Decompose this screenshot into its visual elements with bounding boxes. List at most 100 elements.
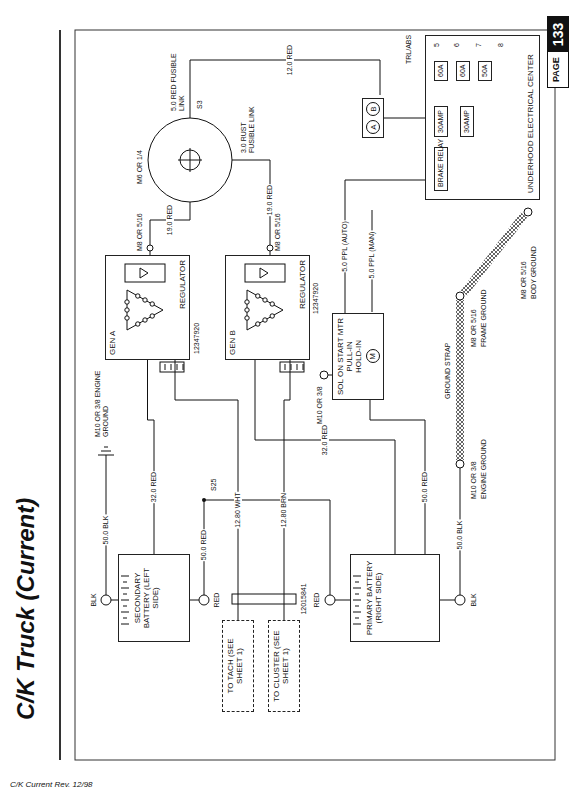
generator-winding [245, 316, 249, 320]
wire-label: 50.0 BLK [102, 515, 110, 546]
junction-stud [178, 148, 202, 172]
splice-dot [202, 498, 206, 502]
splice-dot [202, 498, 206, 502]
generator-winding [270, 314, 274, 318]
battery-plates [353, 576, 361, 577]
wire-label: C/K Current Rev. 12/98 [10, 780, 93, 789]
box-text: M [366, 349, 380, 363]
reference-box: TO TACH (SEE SHEET 1) [222, 620, 254, 712]
generator-winding [150, 314, 154, 318]
ring-terminal [267, 245, 273, 251]
box-text: 30AMP [463, 110, 471, 133]
wire-label: M8 OR 5/16 [520, 260, 528, 300]
wire-label: 5.0 RED FUSIBLE LINK [170, 40, 186, 112]
junction-stud [148, 118, 232, 202]
battery-plates [121, 612, 129, 613]
generator-box: GEN AREGULATOR [105, 255, 190, 360]
box-text: 30AMP [437, 110, 445, 133]
battery-box: SECONDARY BATTERY (LEFT SIDE) [118, 554, 190, 642]
battery-box: PRIMARY BATTERY (RIGHT SIDE) [350, 554, 440, 642]
generator-winding [143, 318, 147, 322]
wire-label: 32.0 RED [321, 424, 329, 456]
battery-plates [123, 594, 127, 595]
junction-stud [148, 118, 232, 202]
wire-label: S3 [196, 99, 204, 110]
wire-label: BLK [470, 592, 478, 607]
wire [232, 160, 270, 255]
battery-terminal [325, 595, 335, 605]
wire-label: 5 [433, 42, 441, 48]
wire-label: 12015841 [300, 582, 308, 615]
box-text: 60A [459, 65, 467, 77]
wire-label: ENGINE GROUND [480, 438, 488, 500]
fuse-box: 30AMP [460, 106, 474, 137]
ring-terminal [456, 460, 464, 468]
box-text: 50A [481, 65, 489, 77]
battery-terminal [101, 595, 111, 605]
wire-label: 7 [475, 42, 483, 48]
wire [204, 500, 330, 595]
generator-winding [125, 290, 283, 330]
box-text: TO CLUSTER (SEE SHEET 1) [272, 625, 290, 707]
generator-winding [136, 294, 140, 298]
battery-plates [353, 588, 361, 589]
connector-symbol [280, 362, 304, 372]
battery-plates [121, 576, 129, 577]
box-text: 133 [548, 17, 568, 52]
regulator-symbol [140, 268, 148, 278]
wire-label: BLK [90, 592, 98, 607]
generator-winding [127, 290, 163, 330]
fuse-box: 60A [434, 61, 448, 81]
wire-connector [384, 118, 425, 119]
box-text: HOLD-IN [354, 318, 363, 395]
relay-box: BRAKE RELAY [434, 147, 448, 191]
battery-plates [121, 600, 129, 601]
wire-label: RED [313, 592, 321, 609]
generator-winding [245, 300, 249, 304]
wire-label: M10 OR 3/8 [470, 460, 478, 500]
wire-label: M6 OR 1/4 [136, 149, 144, 185]
box-text: BRAKE RELAY [437, 151, 445, 187]
wire [440, 600, 455, 601]
ground-strap [464, 215, 524, 293]
wire-label: 50.0 RED [421, 471, 429, 503]
box-text: SOL ON START MTR [336, 318, 345, 395]
battery-plates [121, 588, 129, 589]
fuse-box: 60A [456, 61, 470, 81]
battery-plates [353, 612, 361, 613]
generator-winding [125, 308, 129, 312]
ground-symbol [98, 447, 114, 455]
battery-plates [123, 618, 127, 619]
wire [111, 600, 118, 601]
regulator-symbol [245, 264, 285, 282]
generator-winding [150, 302, 154, 306]
wire-label: 50.0 BLK [456, 520, 464, 551]
generator-winding [143, 298, 147, 302]
wire-label: 6 [453, 42, 461, 48]
box-text: UNDERHOOD ELECTRICAL CENTER [526, 54, 535, 193]
fuse-block: AB [362, 98, 384, 138]
box-text: PAGE [548, 52, 568, 87]
wire-label: FRAME GROUND [480, 288, 488, 348]
ring-terminal [456, 292, 464, 300]
wire-label: 12.80 WHT [234, 491, 242, 528]
ground-symbol [98, 447, 114, 455]
box-text: PRIMARY BATTERY (RIGHT SIDE) [365, 559, 383, 637]
ring-terminal [524, 208, 532, 216]
ground-strap [456, 300, 464, 460]
wire-label: TRL/ABS [405, 34, 413, 65]
wire-label: 5.0 PPL (MAN) [368, 231, 376, 280]
wire-label: 3.0 RUST FUSIBLE LINK [240, 92, 256, 154]
battery-plates [121, 624, 129, 625]
wire-label: 32.0 RED [150, 471, 158, 503]
ring-terminal [320, 371, 328, 379]
wire [335, 600, 350, 601]
fuse-box: 50A [478, 61, 492, 81]
battery-plates [355, 594, 359, 595]
battery-plates [355, 582, 359, 583]
generator-winding [125, 316, 129, 320]
wire-label: S25 [210, 478, 218, 492]
generator-winding [270, 302, 274, 306]
wire-label: 50.0 RED [200, 529, 208, 561]
box-text: A [366, 120, 380, 134]
